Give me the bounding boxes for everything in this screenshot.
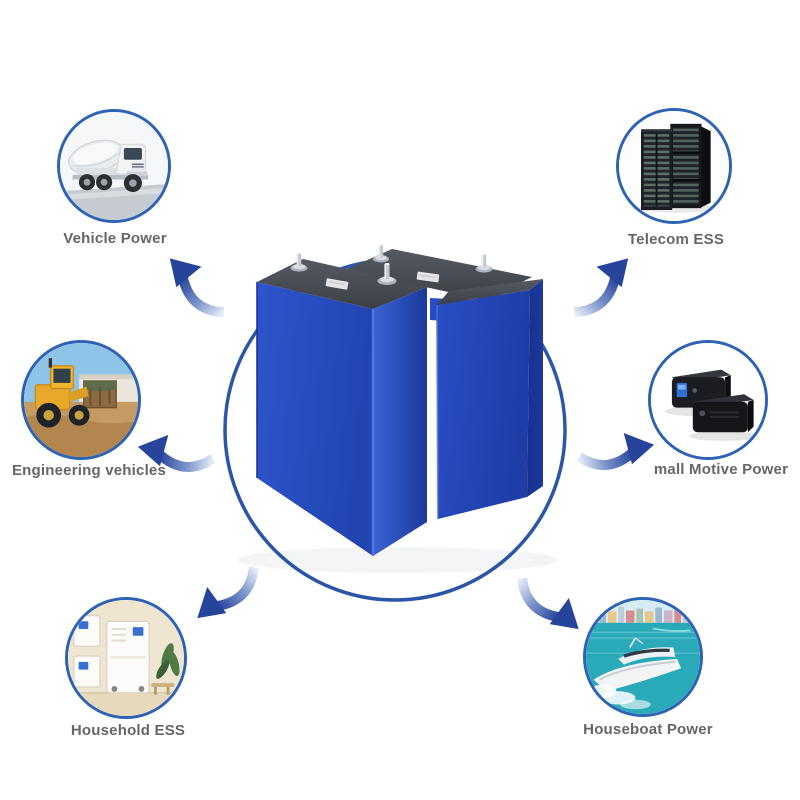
battery-cell-back <box>345 243 532 324</box>
app-circle-telecom-ess <box>616 108 732 224</box>
arrows <box>136 247 656 641</box>
battery-cell-right <box>436 279 543 520</box>
app-circle-vehicle-power <box>57 109 171 223</box>
wheel-loader-photo <box>24 343 138 457</box>
ups-power-units-photo <box>651 343 765 457</box>
arrow-bottom-left <box>187 554 263 630</box>
yacht-photo <box>586 600 700 714</box>
cement-mixer-truck-photo <box>60 112 168 220</box>
server-racks-photo <box>619 111 729 221</box>
arrow-top-right <box>562 247 640 322</box>
arrow-top-left <box>158 247 236 322</box>
label-engineering-vehicles: Engineering vehicles <box>11 462 167 479</box>
app-circle-houseboat-power <box>583 597 703 717</box>
app-circle-household-ess <box>65 597 187 719</box>
label-household-ess: Household ESS <box>70 722 186 739</box>
label-telecom-ess: Telecom ESS <box>627 231 725 248</box>
label-vehicle-power: Vehicle Power <box>63 230 167 247</box>
home-battery-cabinet-photo <box>68 600 184 716</box>
connection-ring-circle <box>223 258 567 602</box>
battery-cell-left <box>256 251 427 556</box>
label-houseboat-power: Houseboat Power <box>583 721 713 738</box>
battery-cells-image <box>238 243 558 573</box>
app-circle-engineering-vehicles <box>21 340 141 460</box>
arrow-bottom-right <box>513 565 589 641</box>
label-small-motive-power: mall Motive Power <box>653 461 789 478</box>
app-circle-small-motive-power <box>648 340 768 460</box>
